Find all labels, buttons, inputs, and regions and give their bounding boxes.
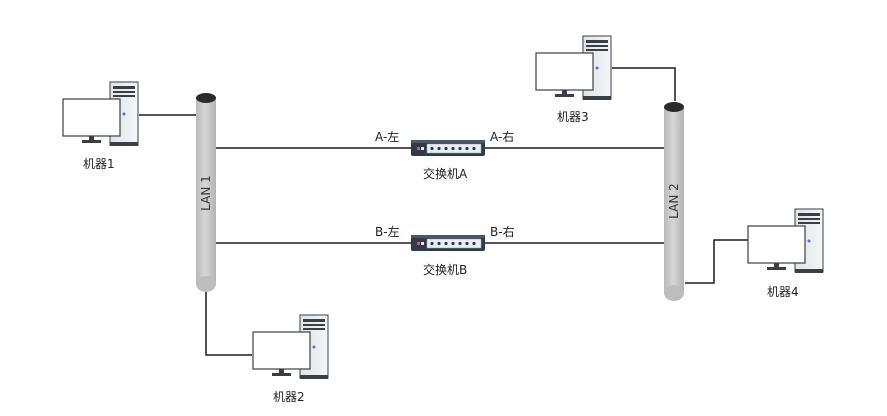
computer-4-icon — [747, 208, 824, 274]
wire-lan2-m4 — [685, 239, 748, 284]
computer-2-icon — [252, 314, 329, 380]
switch-a-name-label: 交换机A — [423, 167, 468, 181]
machine-2-label: 机器2 — [273, 390, 305, 404]
lan1-bus — [196, 93, 216, 292]
lan2-bus — [664, 102, 684, 301]
lan2-label: LAN 2 — [667, 183, 681, 219]
switch-a-icon — [410, 139, 486, 157]
computer-3-icon — [535, 35, 612, 101]
switch-b-icon — [410, 234, 486, 252]
wires — [139, 67, 748, 356]
computer-1-icon — [62, 81, 139, 147]
switch-b-right-port-label: B-右 — [490, 225, 515, 239]
switch-a-left-port-label: A-左 — [375, 130, 400, 144]
machine-4-label: 机器4 — [767, 285, 799, 299]
wire-lan1-m2 — [205, 289, 252, 356]
machine-3-label: 机器3 — [557, 110, 589, 124]
lan1-label: LAN 1 — [199, 175, 213, 211]
switch-b-left-port-label: B-左 — [375, 225, 400, 239]
switch-b-name-label: 交换机B — [423, 263, 468, 277]
wire-m3-lan2 — [612, 67, 676, 101]
machine-1-label: 机器1 — [83, 157, 115, 171]
switch-a-right-port-label: A-右 — [490, 130, 515, 144]
